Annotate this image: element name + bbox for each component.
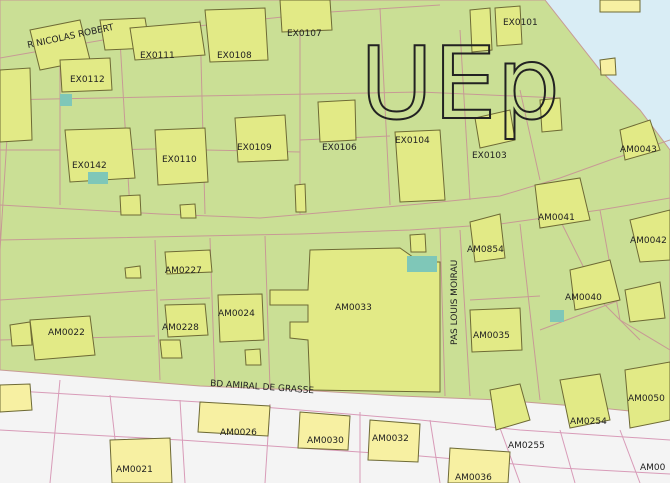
zone-title: UEp: [360, 25, 560, 142]
parcel-label: EX0111: [140, 51, 175, 61]
parcel-label: EX0108: [217, 51, 252, 61]
street-label-louis-moirau: PAS LOUIS MOIRAU: [450, 260, 460, 345]
parcel-label: AM0036: [455, 473, 492, 483]
parcel-label: AM0228: [162, 323, 199, 333]
parcel-label: EX0142: [72, 161, 107, 171]
parcel-label: EX0104: [395, 136, 430, 146]
parcel-label: EX0107: [287, 29, 322, 39]
parcel-label: AM0254: [570, 417, 607, 427]
parcel-label: EX0101: [503, 18, 538, 28]
parcel-label: AM0030: [307, 436, 344, 446]
parcel-label: AM0255: [508, 441, 545, 451]
parcel-label: AM0022: [48, 328, 85, 338]
parcel-label: EX0109: [237, 143, 272, 153]
pools: [60, 94, 564, 322]
parcel-label: EX0112: [70, 75, 105, 85]
parcel-label: AM0050: [628, 394, 665, 404]
parcel-label: EX0110: [162, 155, 197, 165]
parcel-label: EX0103: [472, 151, 507, 161]
parcel-label: AM0043: [620, 145, 657, 155]
parcel-label: AM0033: [335, 303, 372, 313]
parcel-boundaries: [0, 4, 670, 401]
parcel-labels: EX0101 EX0107 EX0111 EX0108 EX0112 EX014…: [48, 18, 667, 483]
buildings: [0, 0, 670, 431]
parcel-label: AM0032: [372, 434, 409, 444]
parcel-label: AM0024: [218, 309, 255, 319]
parcel-label: AM0021: [116, 465, 153, 475]
parcel-label: AM0040: [565, 293, 602, 303]
outside-buildings: [0, 0, 641, 483]
parcel-label: AM0035: [473, 331, 510, 341]
parcel-label: AM00: [640, 463, 666, 473]
parcel-label: AM0026: [220, 428, 257, 438]
parcel-label: AM0854: [467, 245, 504, 255]
water-area: [520, 0, 670, 300]
parcel-label: AM0227: [165, 266, 202, 276]
parcel-label: AM0041: [538, 213, 575, 223]
parcel-label: AM0042: [630, 236, 667, 246]
parcel-label: EX0106: [322, 143, 357, 153]
